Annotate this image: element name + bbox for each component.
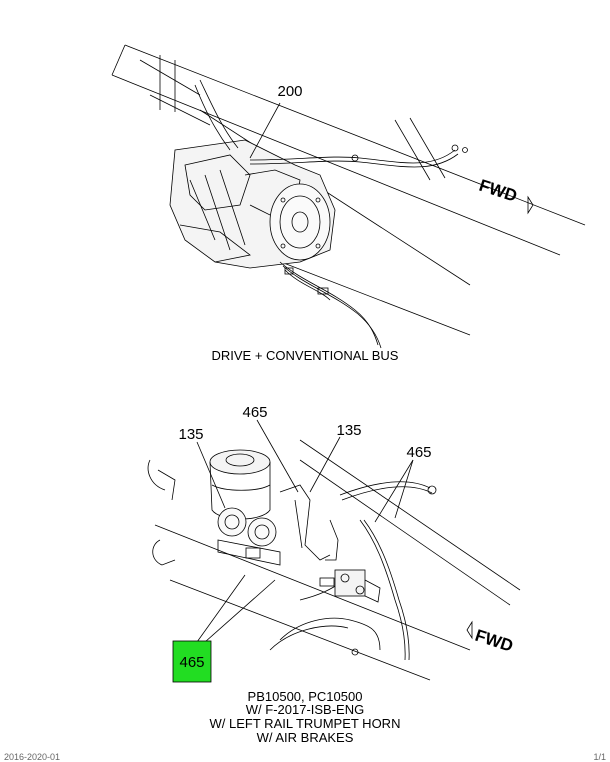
- bottom-caption-line-3: W/ LEFT RAIL TRUMPET HORN: [210, 716, 401, 731]
- callout-200-leader: [249, 102, 281, 159]
- top-fwd-arrow: [527, 195, 534, 215]
- callout-135-right: 135: [336, 422, 361, 439]
- highlight-box[interactable]: [172, 640, 212, 683]
- bottom-callout-leaders: [196, 419, 414, 643]
- air-valve: [319, 569, 381, 603]
- bottom-caption-line-1: PB10500, PC10500: [248, 689, 363, 704]
- footer-left-text: 2016-2020-01: [4, 752, 61, 762]
- top-fwd-label: FWD: [477, 176, 520, 206]
- bottom-frame-rails: [147, 439, 521, 681]
- top-diagram: [111, 44, 586, 349]
- callout-465-highlighted[interactable]: 465: [179, 654, 204, 671]
- air-lines: [269, 481, 437, 661]
- filter-canister: [209, 449, 271, 520]
- footer-right-text: 1/1: [593, 752, 606, 762]
- callout-465-top: 465: [242, 404, 267, 421]
- bottom-caption-line-4: W/ AIR BRAKES: [257, 730, 354, 745]
- bottom-fwd-label: FWD: [473, 626, 516, 656]
- torque-converter: [269, 183, 331, 261]
- bottom-fwd-arrow: [466, 620, 473, 640]
- callout-200: 200: [277, 83, 302, 100]
- bottom-caption-line-2: W/ F-2017-ISB-ENG: [246, 702, 364, 717]
- horn-bracket: [279, 484, 339, 561]
- bottom-diagram: [147, 419, 521, 681]
- trumpet-horn: [217, 507, 281, 566]
- callout-465-right: 465: [406, 444, 431, 461]
- top-caption: DRIVE + CONVENTIONAL BUS: [212, 348, 399, 363]
- frame-rails: [111, 44, 586, 336]
- wiring-harness: [194, 79, 468, 349]
- callout-135-left: 135: [178, 426, 203, 443]
